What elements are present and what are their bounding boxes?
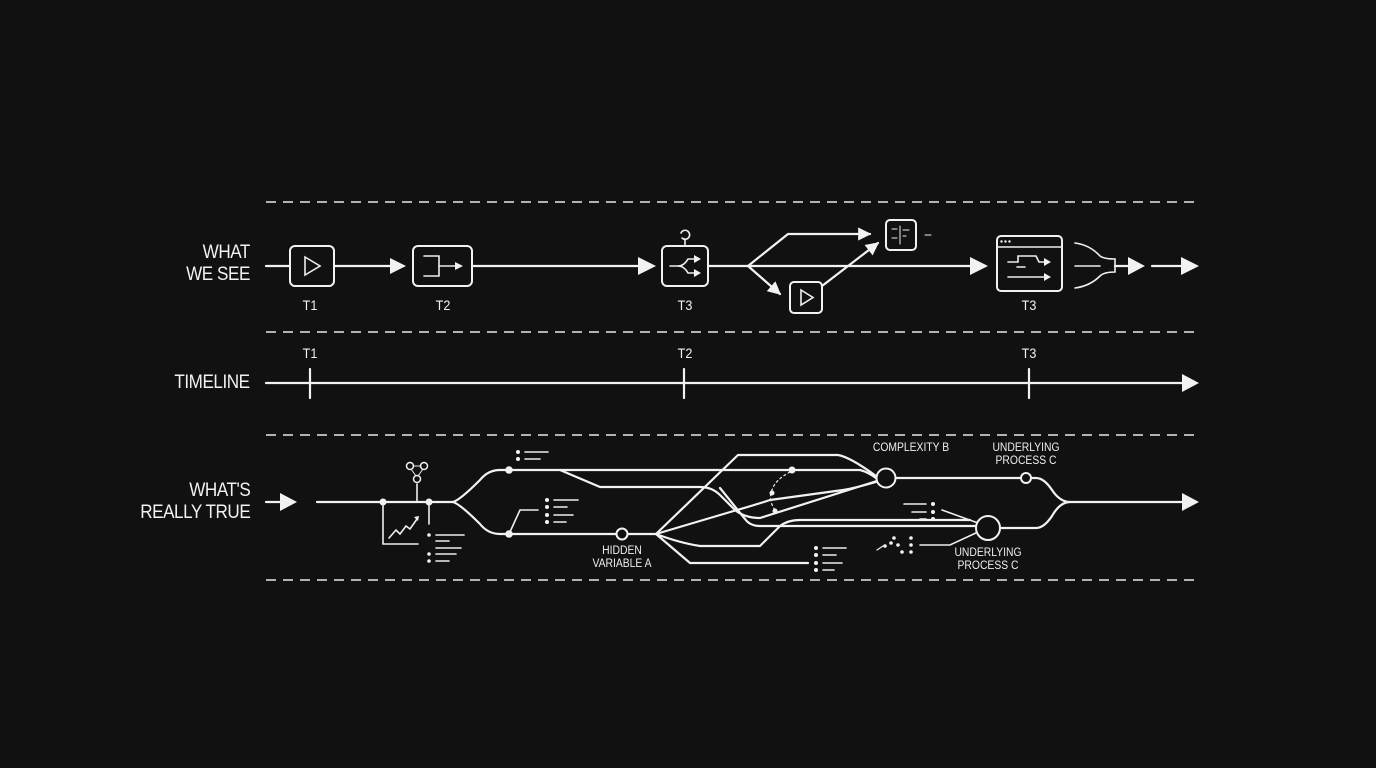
- arrow-head-icon: [1181, 257, 1199, 275]
- whats-really-true-network: [264, 450, 1199, 572]
- annotation-line: PROCESS C: [957, 560, 1019, 572]
- what-we-see-flow: [264, 219, 1199, 314]
- annotation-line: UNDERLYING: [992, 442, 1060, 454]
- formula-icon: [891, 225, 910, 245]
- arrow-head-icon: [638, 257, 656, 275]
- label-line: WE SEE: [186, 264, 250, 285]
- list-icon: [516, 450, 549, 461]
- network-icon: [405, 461, 429, 484]
- list-icon: [903, 502, 935, 521]
- complexity-b-node: [875, 467, 897, 489]
- label-line: TIMELINE: [174, 372, 251, 393]
- arrow-head-icon: [1182, 493, 1199, 511]
- split-box-t3[interactable]: [661, 229, 709, 287]
- annotation-line: UNDERLYING: [954, 547, 1022, 559]
- arrow-head-icon: [390, 258, 406, 274]
- arrow-head-icon: [1128, 257, 1145, 275]
- list-icon: [545, 498, 579, 524]
- exit-arrow-icon: [423, 255, 463, 277]
- play-icon: [304, 255, 322, 277]
- label-line: WHAT: [202, 242, 251, 263]
- timeline-label-t3: T3: [1021, 345, 1037, 361]
- annotation-complexity-b: COMPLEXITY B: [873, 442, 949, 455]
- node-label-t3-window: T3: [1021, 297, 1037, 313]
- annotation-process-c-top: UNDERLYING PROCESS C: [992, 442, 1059, 468]
- row-label-timeline: TIMELINE: [174, 372, 251, 394]
- arrow-head-icon: [1182, 374, 1199, 392]
- node-label-t1: T1: [302, 297, 318, 313]
- annotation-line: HIDDEN: [602, 545, 642, 557]
- branch-play-box[interactable]: [789, 281, 823, 314]
- arrow-head-icon: [280, 493, 297, 511]
- process-c-bottom-node: [975, 515, 1001, 541]
- timeline-axis: [264, 367, 1199, 400]
- list-icon: [427, 533, 465, 563]
- annotation-line: PROCESS C: [995, 455, 1057, 467]
- trend-up-icon: [388, 518, 418, 539]
- annotation-process-c-bottom: UNDERLYING PROCESS C: [954, 547, 1021, 573]
- label-line: REALLY TRUE: [139, 502, 251, 523]
- formula-box[interactable]: [885, 219, 917, 251]
- process-c-top-node: [1020, 472, 1032, 484]
- annotation-hidden-variable: HIDDEN VARIABLE A: [592, 545, 651, 571]
- exit-box-t2[interactable]: [412, 245, 473, 287]
- refresh-icon: [680, 229, 691, 241]
- row-label-what-we-see: WHAT WE SEE: [186, 242, 250, 286]
- play-box-t1[interactable]: [289, 245, 335, 287]
- window-flow-icon: [1007, 255, 1051, 281]
- row-separators: [266, 201, 1198, 581]
- hidden-variable-node: [615, 527, 629, 541]
- list-icon: [814, 546, 847, 572]
- funnel-merge: [1074, 242, 1145, 289]
- annotation-line: VARIABLE A: [592, 558, 652, 570]
- annotation-line: COMPLEXITY B: [872, 442, 950, 454]
- timeline-label-t1: T1: [302, 345, 318, 361]
- split-arrows-icon: [669, 255, 701, 277]
- arrow-head-icon: [970, 257, 988, 275]
- play-icon: [800, 288, 815, 307]
- node-label-t3: T3: [677, 297, 693, 313]
- scatter-dots-icon: [876, 536, 913, 554]
- timeline-label-t2: T2: [677, 345, 693, 361]
- window-box-t3[interactable]: [996, 235, 1063, 292]
- node-label-t2: T2: [435, 297, 451, 313]
- row-label-whats-really-true: WHAT'S REALLY TRUE: [139, 480, 251, 524]
- label-line: WHAT'S: [188, 480, 250, 501]
